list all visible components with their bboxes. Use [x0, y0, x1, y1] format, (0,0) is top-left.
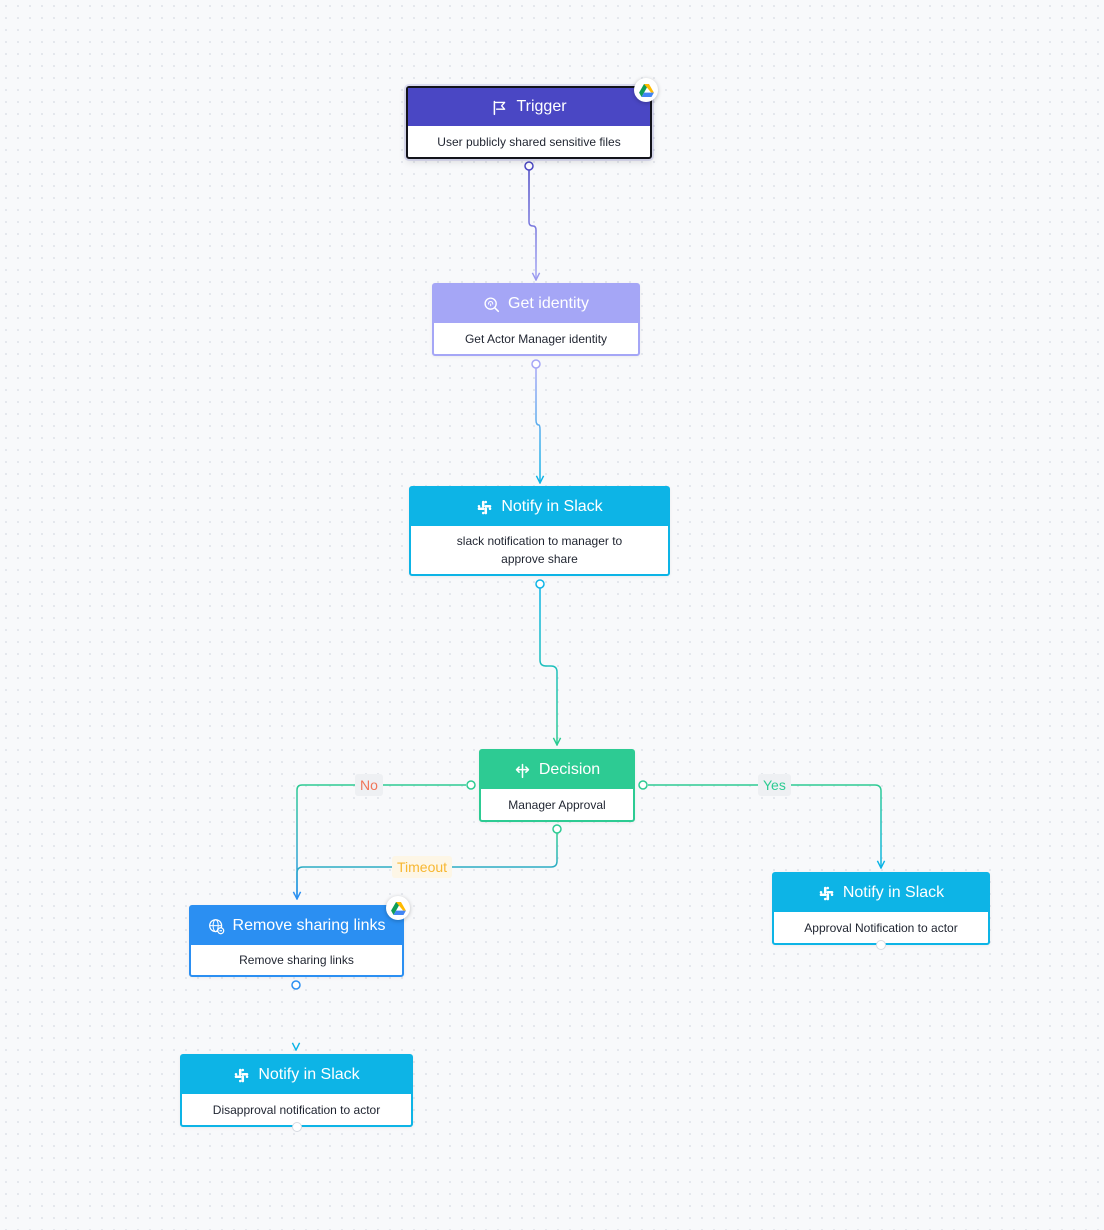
trigger-node[interactable]: Trigger User publicly shared sensitive f…: [406, 86, 652, 159]
google-drive-icon: [634, 78, 658, 102]
get-identity-node-description: Get Actor Manager identity: [464, 331, 608, 346]
notify-approval-node-header: Notify in Slack: [774, 874, 988, 912]
notify-approval-node-title: Notify in Slack: [842, 884, 945, 901]
split-arrows-icon: [515, 763, 530, 778]
edge-get-identity-to-notify-manager: [535, 368, 540, 483]
decision-no-port: [466, 780, 476, 790]
edge-decision-yes: [648, 784, 881, 868]
get-identity-node-title: Get identity: [508, 295, 589, 312]
slack-icon: [235, 1068, 249, 1082]
edge-label-timeout: Timeout: [392, 856, 453, 878]
slack-icon: [478, 500, 492, 514]
notify-manager-node-title: Notify in Slack: [501, 498, 603, 515]
notify-disapproval-node-description: Disapproval notification to actor: [212, 1102, 381, 1117]
edge-label-yes: Yes: [758, 774, 791, 796]
google-drive-icon: [386, 896, 410, 920]
remove-links-node-description: Remove sharing links: [239, 953, 354, 967]
notify-manager-output-port: [535, 579, 545, 589]
trigger-node-title: Trigger: [516, 98, 567, 115]
decision-node-header: Decision: [481, 751, 633, 789]
edge-notify-manager-to-decision: [539, 588, 557, 745]
notify-manager-node[interactable]: Notify in Slack slack notification to ma…: [409, 486, 670, 576]
edge-label-no: No: [355, 774, 383, 796]
remove-links-output-port: [291, 980, 301, 990]
trigger-node-description: User publicly shared sensitive files: [437, 134, 621, 149]
notify-manager-node-description: slack notification to manager to approve…: [456, 534, 623, 566]
decision-node-title: Decision: [538, 761, 601, 778]
remove-links-node[interactable]: Remove sharing links Remove sharing link…: [189, 905, 404, 977]
notify-approval-end-port: [876, 940, 886, 950]
notify-approval-node-description: Approval Notification to actor: [804, 920, 958, 935]
get-identity-node[interactable]: Get identity Get Actor Manager identity: [432, 283, 640, 356]
notify-disapproval-end-port: [292, 1122, 302, 1132]
edge-decision-no: [297, 784, 466, 899]
slack-icon: [819, 886, 834, 900]
notify-approval-node[interactable]: Notify in Slack Approval Notification to…: [772, 872, 990, 945]
trigger-node-header: Trigger: [408, 88, 650, 126]
get-identity-output-port: [531, 359, 541, 369]
remove-links-node-title: Remove sharing links: [232, 917, 386, 934]
decision-timeout-port: [552, 824, 562, 834]
edge-trigger-to-get-identity: [528, 170, 536, 280]
decision-yes-port: [638, 780, 648, 790]
fingerprint-search-icon: [484, 296, 500, 312]
notify-disapproval-node-title: Notify in Slack: [258, 1066, 360, 1083]
decision-node[interactable]: Decision Manager Approval: [479, 749, 635, 822]
remove-links-node-header: Remove sharing links: [191, 907, 402, 945]
decision-node-description: Manager Approval: [508, 797, 606, 812]
notify-disapproval-node-header: Notify in Slack: [182, 1056, 411, 1094]
notify-manager-node-header: Notify in Slack: [411, 488, 668, 526]
flag-icon: [494, 100, 506, 115]
get-identity-node-header: Get identity: [434, 285, 638, 323]
globe-link-icon: [208, 918, 224, 934]
notify-disapproval-node[interactable]: Notify in Slack Disapproval notification…: [180, 1054, 413, 1127]
trigger-output-port: [524, 161, 534, 171]
